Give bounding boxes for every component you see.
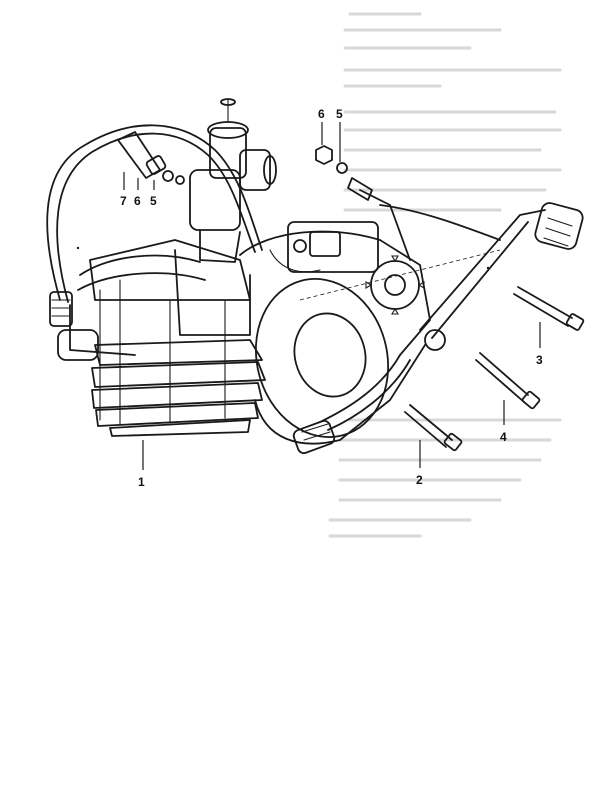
bolt-3	[513, 286, 585, 331]
carburettor	[189, 98, 277, 263]
callout-5-top: 5	[336, 107, 343, 121]
kickstart-lever	[419, 202, 584, 351]
speck	[76, 246, 80, 250]
callout-leaders	[123, 122, 541, 470]
bleed-through-text	[328, 12, 562, 538]
throttle-cable	[46, 124, 263, 327]
callout-4: 4	[500, 430, 507, 444]
nut-and-washer	[315, 145, 373, 201]
rear-lever	[359, 189, 501, 261]
callout-5-left: 5	[150, 194, 157, 208]
bolt-2	[404, 404, 463, 452]
callout-6-top: 6	[318, 107, 325, 121]
cylinder-fins	[91, 279, 266, 437]
assembly-axis	[299, 249, 501, 301]
callout-labels: 1 2 3 4 6 5 7 6 5	[120, 107, 543, 489]
ignition-coil	[269, 221, 379, 273]
cylinder-head	[57, 239, 251, 361]
cable-adjuster	[117, 131, 185, 185]
callout-1: 1	[138, 475, 145, 489]
callout-2: 2	[416, 473, 423, 487]
callout-7-left: 7	[120, 194, 127, 208]
callout-6-left: 6	[134, 194, 141, 208]
gear-pedal	[292, 354, 411, 454]
callout-3: 3	[536, 353, 543, 367]
bolt-4	[475, 352, 541, 410]
drive-sprocket	[365, 255, 425, 315]
speck	[486, 266, 490, 270]
